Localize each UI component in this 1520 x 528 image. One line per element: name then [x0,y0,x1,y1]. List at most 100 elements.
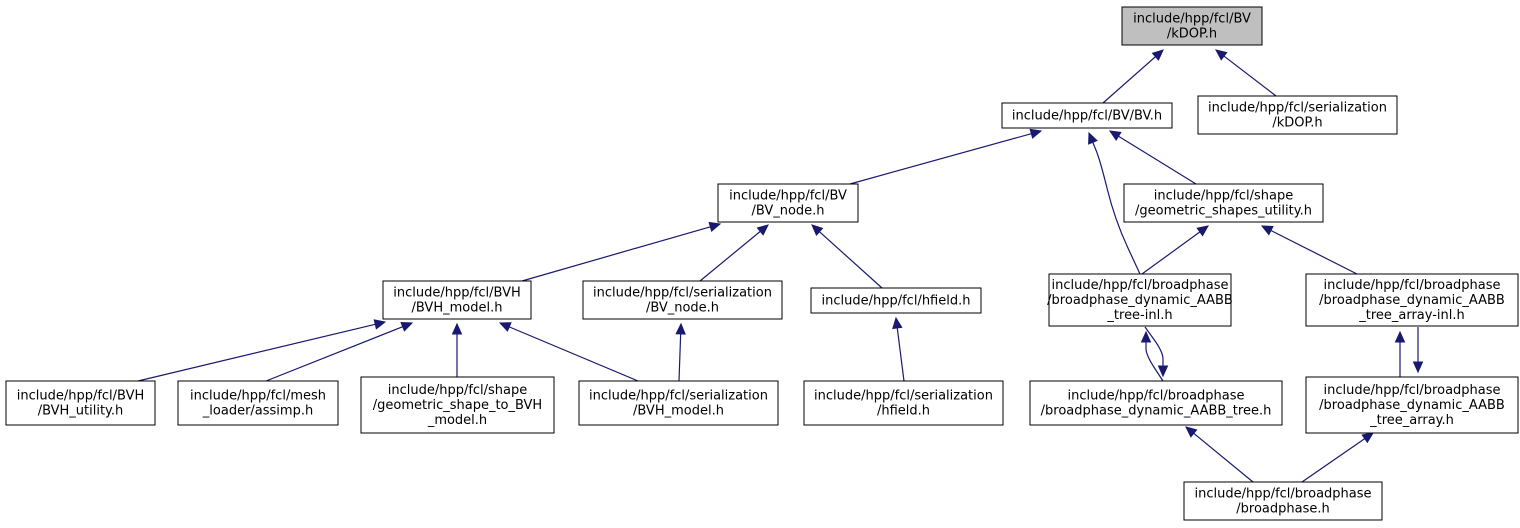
node-label: /BV_node.h [751,204,824,219]
node-label: /hfield.h [877,404,930,419]
node-label: include/hpp/fcl/BVH [393,286,521,301]
graph-edges [137,49,1424,483]
node-box [810,287,982,314]
arrowhead-icon [1260,225,1274,236]
edge-line [265,326,403,382]
arrowhead-icon [811,224,824,236]
node-label: /broadphase_dynamic_AABB_tree.h [1041,404,1272,419]
node-ser-hfield[interactable]: include/hpp/fcl/serialization/hfield.h [803,380,1004,426]
node-label: include/hpp/fcl/serialization [1208,101,1387,116]
arrowhead-icon [1394,330,1406,343]
edge-line [1092,142,1141,275]
node-label: /geometric_shape_to_BVH [373,398,542,413]
node-label: /geometric_shapes_utility.h [1135,204,1312,219]
node-dyn[interactable]: include/hpp/fcl/broadphase/broadphase_dy… [1029,380,1283,426]
node-label: /kDOP.h [1272,116,1322,131]
arrowhead-icon [675,322,686,335]
node-box [578,380,779,426]
arrowhead-icon [1196,225,1209,237]
edge-line [137,323,376,382]
node-ser-bvhmodel[interactable]: include/hpp/fcl/serialization/BVH_model.… [578,380,779,426]
edge-bvnode-to-bv [849,128,1043,185]
node-label: include/hpp/fcl/broadphase [1051,278,1228,293]
edge-line [849,133,1032,185]
arrowhead-icon [1412,361,1424,374]
node-box [1001,102,1173,129]
node-label: /BVH_model.h [633,404,724,419]
edge-line [521,226,711,282]
node-dyn-inl[interactable]: include/hpp/fcl/broadphase/broadphase_dy… [1047,273,1233,327]
node-dynarr[interactable]: include/hpp/fcl/broadphase/broadphase_dy… [1305,376,1519,434]
arrowhead-icon [1185,426,1198,438]
node-ser-kdop[interactable]: include/hpp/fcl/serialization/kDOP.h [1197,95,1398,135]
edge-line [678,333,682,382]
edge-dynarr-to-dynarr_inl [1394,330,1406,377]
node-box [1121,6,1263,46]
node-box [582,280,783,320]
node-label: include/hpp/fcl/broadphase [1323,278,1500,293]
node-label: include/hpp/fcl/serialization [814,389,993,404]
edge-line [1193,432,1254,483]
node-label: /broadphase_dynamic_AABB [1319,293,1505,308]
node-label: include/hpp/fcl/broadphase [1323,383,1500,398]
node-label: include/hpp/fcl/serialization [593,286,772,301]
edge-geomutil-to-bv [1108,130,1197,185]
edge-line [1223,55,1277,97]
edge-ser_hfield-to-hfield [892,316,905,382]
node-hfield[interactable]: include/hpp/fcl/hfield.h [810,287,982,314]
edge-dyn_inl-to-bv [1088,131,1141,275]
node-box [1123,183,1324,223]
arrowhead-icon [1088,131,1098,145]
node-box [1197,95,1398,135]
node-bvhutil[interactable]: include/hpp/fcl/BVH/BVH_utility.h [5,380,156,426]
edge-line [699,230,761,282]
node-label: _tree_array-inl.h [1358,308,1465,323]
node-label: _loader/assimp.h [202,404,313,419]
arrowhead-icon [756,224,769,236]
node-dynarr-inl[interactable]: include/hpp/fcl/broadphase/broadphase_dy… [1305,273,1519,327]
node-box [382,280,532,320]
arrowhead-icon [451,322,463,335]
node-geom2bvh[interactable]: include/hpp/fcl/shape/geometric_shape_to… [360,376,555,434]
node-bv[interactable]: include/hpp/fcl/BV/BV.h [1001,102,1173,129]
graph-nodes: include/hpp/fcl/BV/kDOP.h include/hpp/fcl… [5,6,1519,521]
edge-line [896,327,905,382]
edge-ser_bvhmodel-to-ser_bvnode [675,322,686,382]
edge-broadphase-to-dyn [1185,426,1254,483]
node-label: /BVH_utility.h [38,404,124,419]
arrowhead-icon [1361,432,1375,444]
edge-dyn_inl-to-geomutil [1141,225,1209,275]
node-ser-bvnode[interactable]: include/hpp/fcl/serialization/BV_node.h [582,280,783,320]
edge-line [1145,342,1164,382]
node-box [803,380,1004,426]
node-label: /kDOP.h [1167,27,1217,42]
arrowhead-icon [1108,130,1122,141]
edge-line [1102,56,1156,104]
node-label: include/hpp/fcl/BVH [17,389,145,404]
node-label: include/hpp/fcl/shape [388,383,528,398]
edge-bvhmodel-to-bvnode [521,221,722,282]
edge-assimp-to-bvhmodel [265,321,414,382]
node-box [717,183,859,223]
edge-line [1144,326,1164,366]
node-label: /BV_node.h [646,301,719,316]
edge-bvhutil-to-bvhmodel [137,319,387,382]
node-label: _tree-inl.h [1106,308,1172,323]
node-label: _model.h [427,413,487,428]
edge-dyn-to-dyn_inl [1140,330,1164,382]
node-bvnode[interactable]: include/hpp/fcl/BV/BV_node.h [717,183,859,223]
node-label: include/hpp/fcl/serialization [589,389,768,404]
node-box [1029,380,1283,426]
node-label: /broadphase.h [1236,502,1329,517]
arrowhead-icon [1157,365,1169,378]
node-broadphase[interactable]: include/hpp/fcl/broadphase/broadphase.h [1183,481,1383,521]
node-geomutil[interactable]: include/hpp/fcl/shape/geometric_shapes_u… [1123,183,1324,223]
node-box [1305,273,1519,327]
edge-bv-to-kdop [1102,49,1164,104]
arrowhead-icon [1215,49,1228,61]
node-assimp[interactable]: include/hpp/fcl/mesh_loader/assimp.h [177,380,339,426]
edge-broadphase-to-dynarr [1301,432,1375,483]
node-kdop: include/hpp/fcl/BV/kDOP.h [1121,6,1263,46]
arrowhead-icon [1151,49,1164,61]
node-bvhmodel[interactable]: include/hpp/fcl/BVH/BVH_model.h [382,280,532,320]
